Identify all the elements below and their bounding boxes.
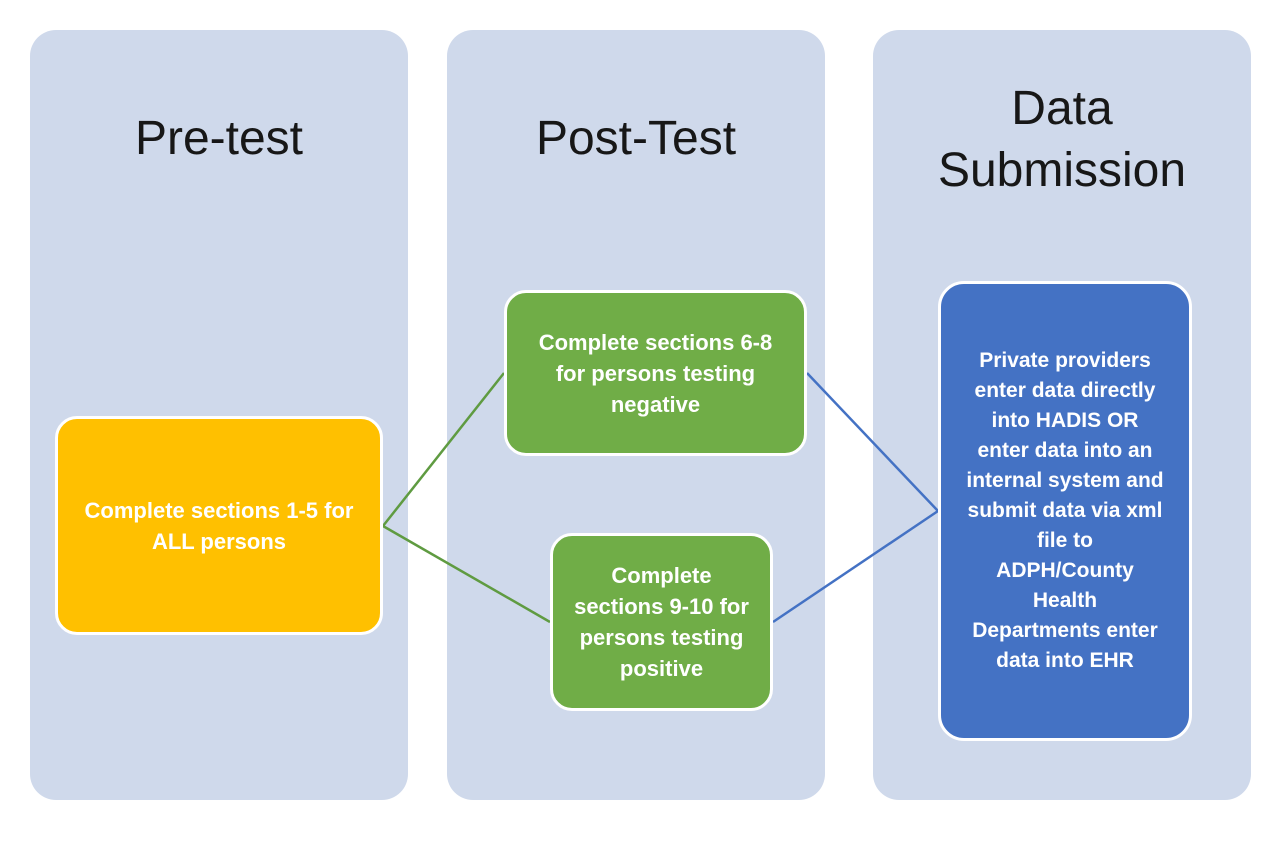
lane-title-posttest: Post-Test [535, 112, 737, 165]
flow-box-testing-negative: Complete sections 6-8 for persons testin… [504, 290, 807, 456]
lane-title-pretest: Pre-test [134, 112, 304, 165]
lane-pretest: Pre-test [30, 30, 408, 800]
flow-box-pretest-sections: Complete sections 1-5 for ALL persons [55, 416, 383, 635]
flow-box-data-submission: Private providers enter data directly in… [938, 281, 1192, 741]
flow-box-testing-positive: Complete sections 9-10 for persons testi… [550, 533, 773, 711]
lane-title-data-submission: Data Submission [937, 82, 1187, 197]
